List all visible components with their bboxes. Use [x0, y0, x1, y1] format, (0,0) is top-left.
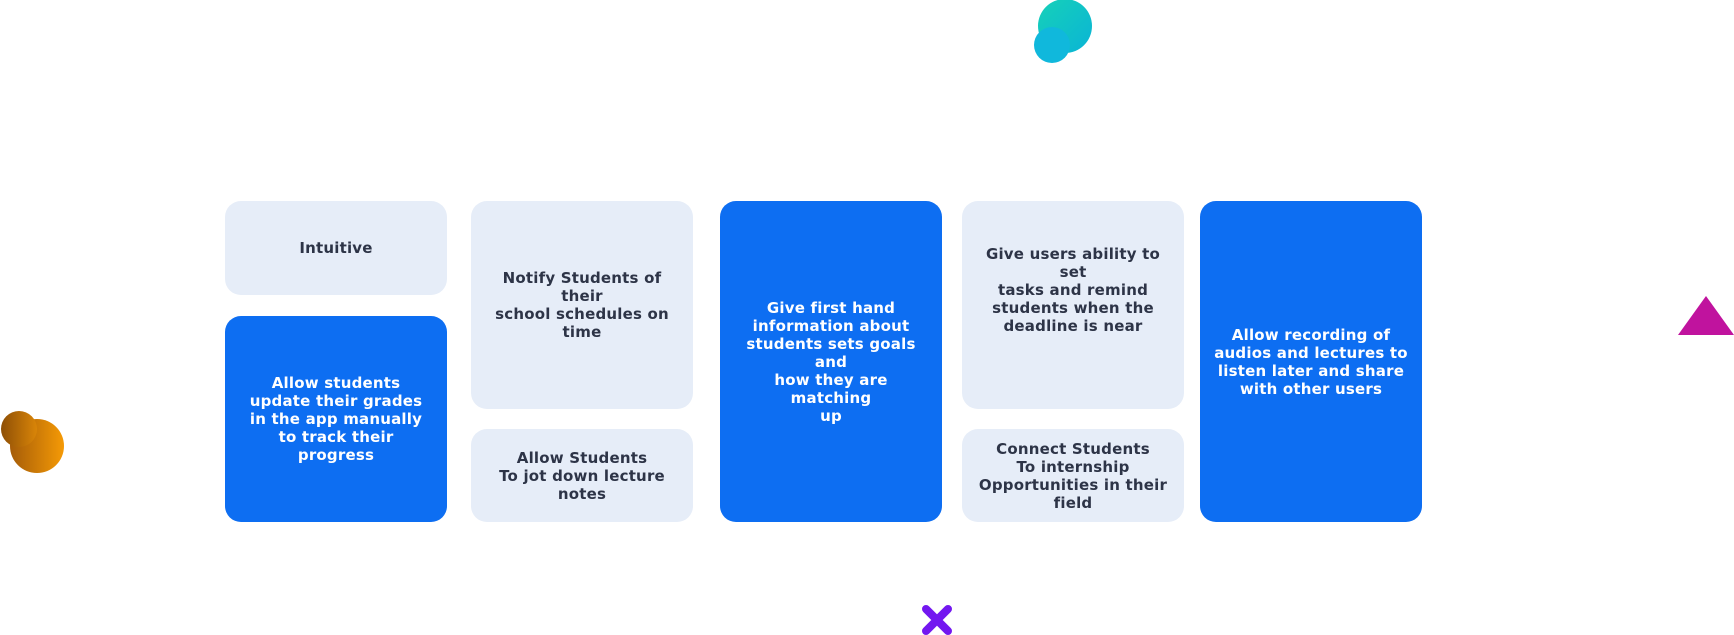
card-internship-text: Connect Students To internship Opportuni… — [978, 439, 1168, 512]
card-lecture-notes: Allow Students To jot down lecture notes — [471, 429, 693, 522]
card-set-tasks: Give users ability to set tasks and remi… — [962, 201, 1184, 409]
magenta-triangle-icon — [1678, 296, 1734, 335]
orange-circles-icon — [1, 411, 64, 473]
card-notify-schedules-text: Notify Students of their school schedule… — [495, 269, 669, 341]
card-goals-info-text: Give first hand information about studen… — [746, 298, 916, 425]
card-update-grades-text: Allow students update their grades in th… — [249, 374, 423, 464]
card-notify-schedules: Notify Students of their school schedule… — [471, 201, 693, 409]
card-update-grades: Allow students update their grades in th… — [225, 316, 447, 522]
card-goals-info: Give first hand information about studen… — [720, 201, 942, 522]
purple-x-icon — [922, 605, 952, 635]
card-record-audio-text: Allow recording of audios and lectures t… — [1214, 325, 1408, 398]
card-set-tasks-text: Give users ability to set tasks and remi… — [985, 245, 1161, 335]
card-internship: Connect Students To internship Opportuni… — [962, 429, 1184, 522]
teal-circles-icon — [1034, 0, 1092, 63]
card-intuitive: Intuitive — [225, 201, 447, 295]
card-lecture-notes-text: Allow Students To jot down lecture notes — [499, 448, 665, 503]
card-record-audio: Allow recording of audios and lectures t… — [1200, 201, 1422, 522]
card-intuitive-text: Intuitive — [299, 239, 373, 257]
